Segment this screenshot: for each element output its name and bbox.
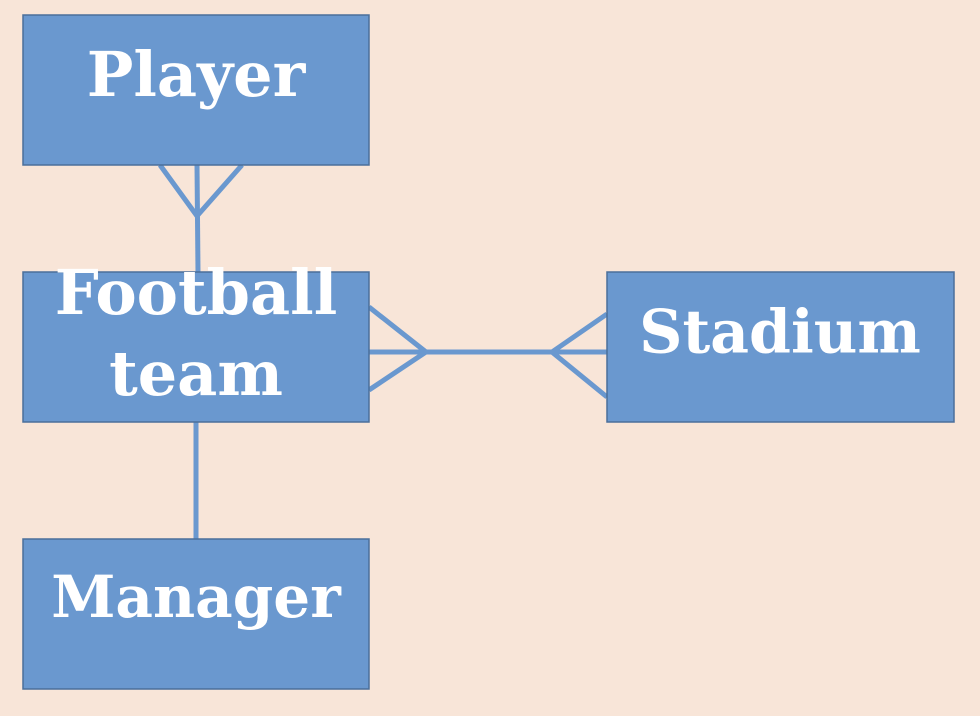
- entity-football-team-label-line1: Football: [55, 256, 338, 329]
- entity-football-team-box: [22, 271, 370, 423]
- relationship-team-stadium: [367, 305, 609, 399]
- entity-player[interactable]: Player: [22, 14, 370, 166]
- entity-manager-box: [22, 538, 370, 690]
- entity-football-team[interactable]: Football team: [22, 256, 370, 423]
- entity-manager[interactable]: Manager: [22, 538, 370, 690]
- entity-stadium[interactable]: Stadium: [606, 271, 955, 423]
- entity-stadium-label: Stadium: [639, 298, 921, 368]
- entity-stadium-box: [606, 271, 955, 423]
- entity-player-label: Player: [87, 38, 307, 111]
- relationship-player-team: [157, 163, 244, 273]
- entity-football-team-label-line2: team: [109, 337, 283, 410]
- crows-foot-team-side: [367, 305, 431, 393]
- entity-manager-label: Manager: [51, 563, 342, 631]
- crows-foot-stadium-side: [547, 311, 609, 399]
- crows-foot-player: [157, 163, 244, 220]
- entity-player-box: [22, 14, 370, 166]
